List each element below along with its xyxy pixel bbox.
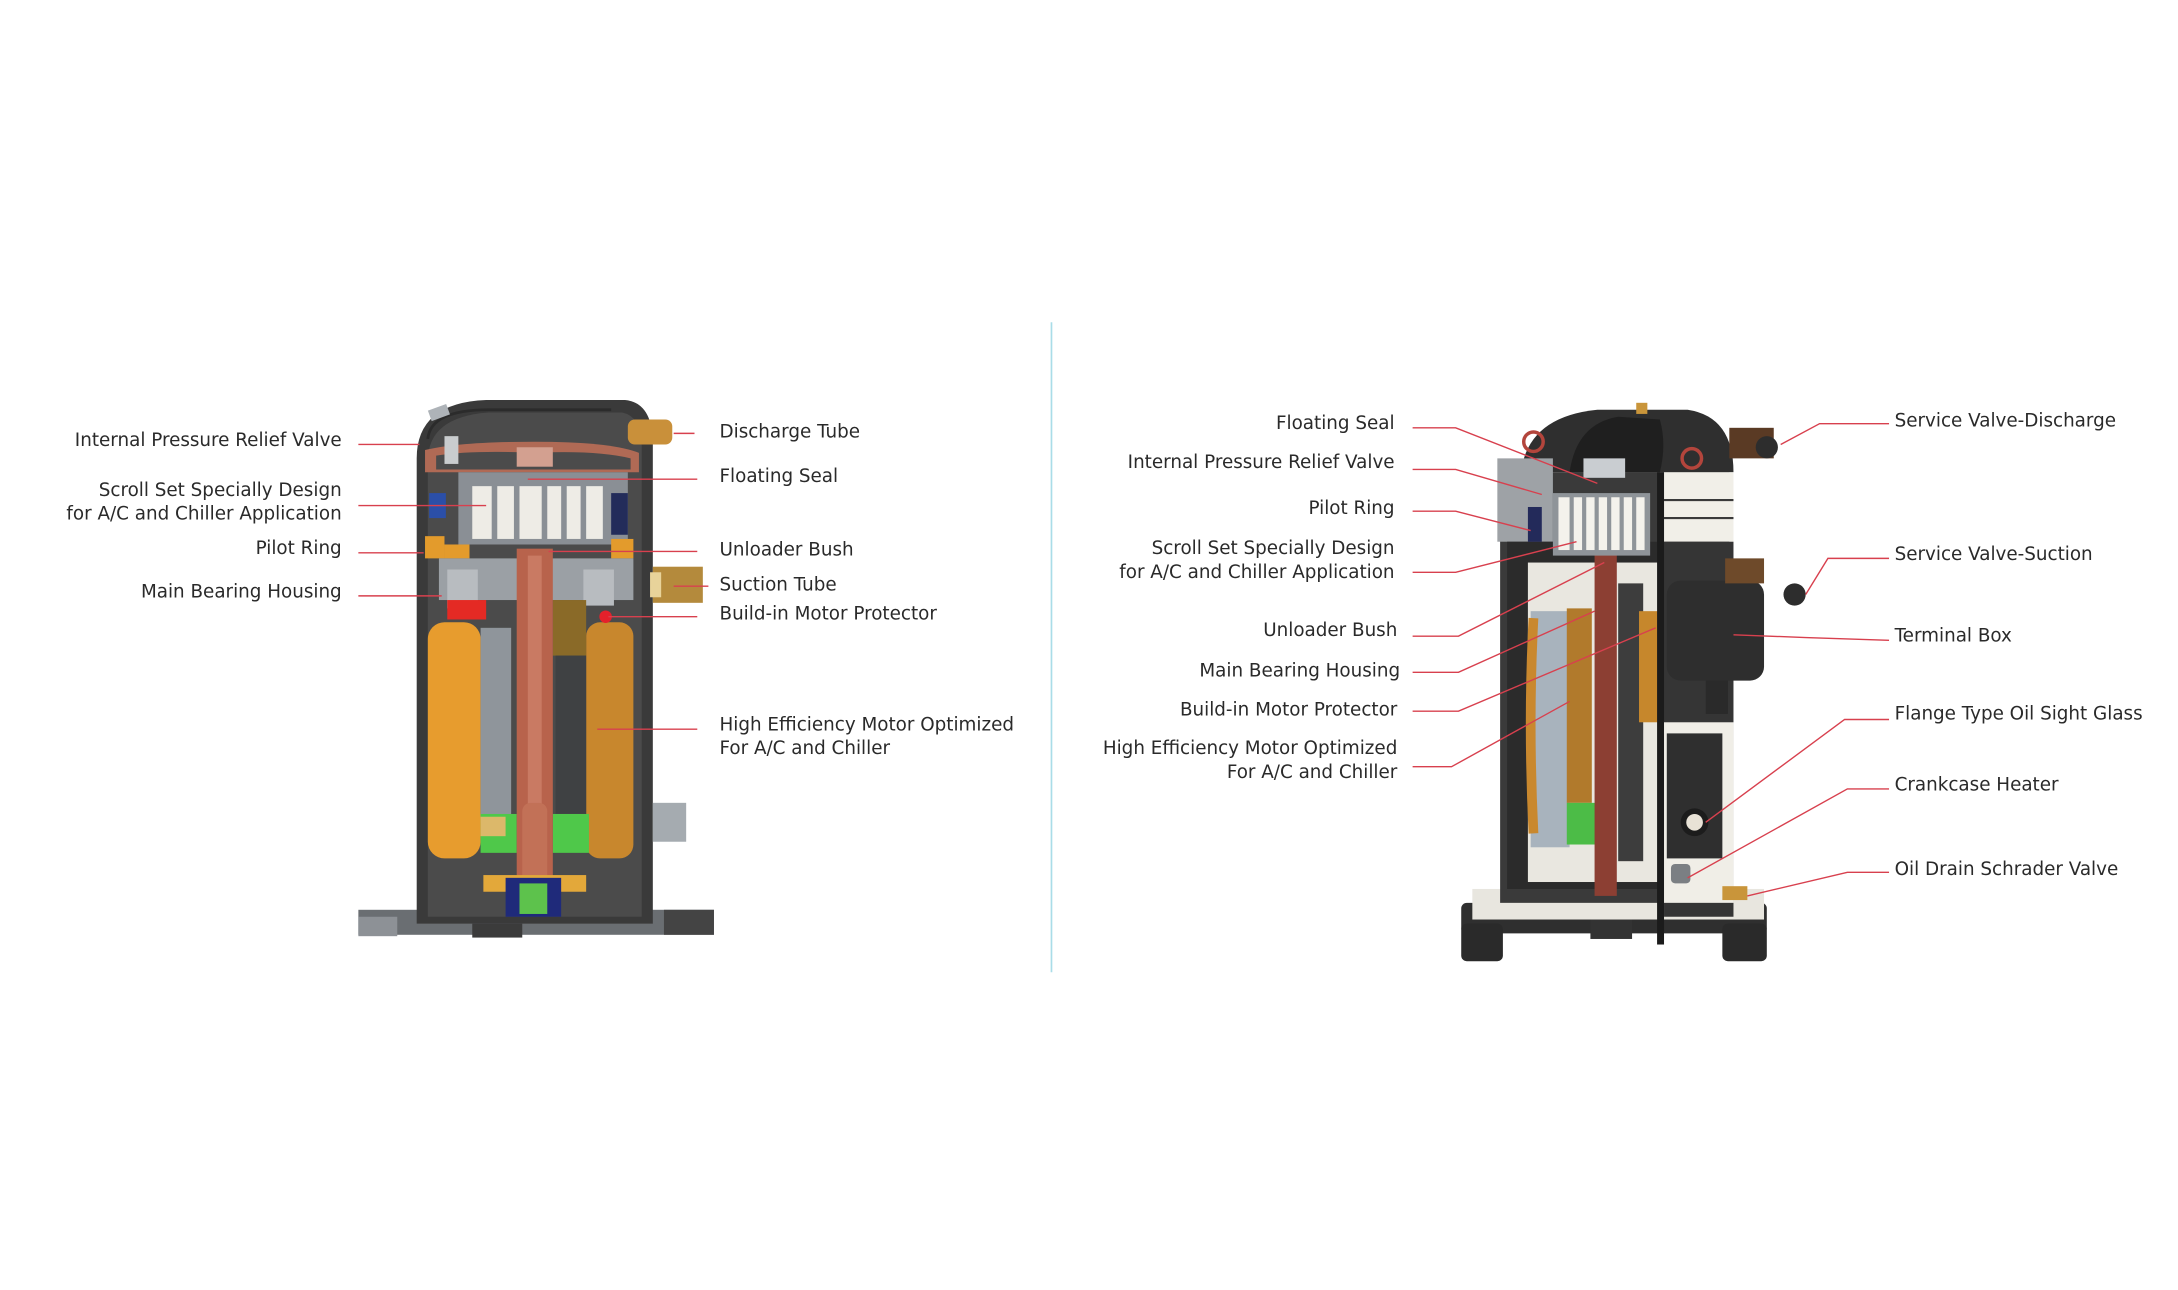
label-oil-drain-schrader-valve: Oil Drain Schrader Valve — [1894, 859, 2119, 881]
label-main-bearing-housing: Main Bearing Housing — [1199, 661, 1401, 682]
label-main-bearing-housing: Main Bearing Housing — [140, 581, 342, 603]
label-pilot-ring: Pilot Ring — [255, 538, 342, 560]
label-suction-tube: Suction Tube — [719, 575, 837, 596]
right-leader-lines — [1412, 422, 1890, 897]
label-internal-pressure-relief-valve: Internal Pressure Relief Valve — [1127, 452, 1395, 474]
label-pilot-ring: Pilot Ring — [1308, 498, 1395, 520]
label-unloader-bush: Unloader Bush — [1263, 620, 1398, 642]
label-discharge-tube: Discharge Tube — [719, 422, 860, 444]
label-flange-type-oil-sight-glass: Flange Type Oil Sight Glass — [1894, 704, 2143, 726]
label-floating-seal: Floating Seal — [719, 466, 839, 488]
left-compressor-cutaway — [358, 400, 714, 938]
label-scroll-set: Scroll Set Specially Design for A/C and … — [1119, 538, 1395, 583]
label-service-valve-discharge: Service Valve-Discharge — [1894, 411, 2117, 432]
label-service-valve-suction: Service Valve-Suction — [1894, 544, 2093, 566]
label-terminal-box: Terminal Box — [1894, 626, 2012, 648]
left-leader-lines — [358, 432, 709, 730]
label-high-efficiency-motor: High Efficiency Motor Optimized For A/C … — [1102, 738, 1398, 783]
label-internal-pressure-relief-valve: Internal Pressure Relief Valve — [74, 430, 342, 452]
label-high-efficiency-motor: High Efficiency Motor Optimized For A/C … — [719, 715, 1015, 760]
label-build-in-motor-protector: Build-in Motor Protector — [1179, 700, 1398, 721]
label-floating-seal: Floating Seal — [1275, 413, 1395, 435]
label-build-in-motor-protector: Build-in Motor Protector — [719, 604, 937, 626]
label-unloader-bush: Unloader Bush — [719, 540, 854, 562]
right-compressor-cutaway — [1461, 402, 1806, 962]
label-scroll-set: Scroll Set Specially Design for A/C and … — [66, 480, 342, 525]
label-crankcase-heater: Crankcase Heater — [1894, 775, 2059, 796]
